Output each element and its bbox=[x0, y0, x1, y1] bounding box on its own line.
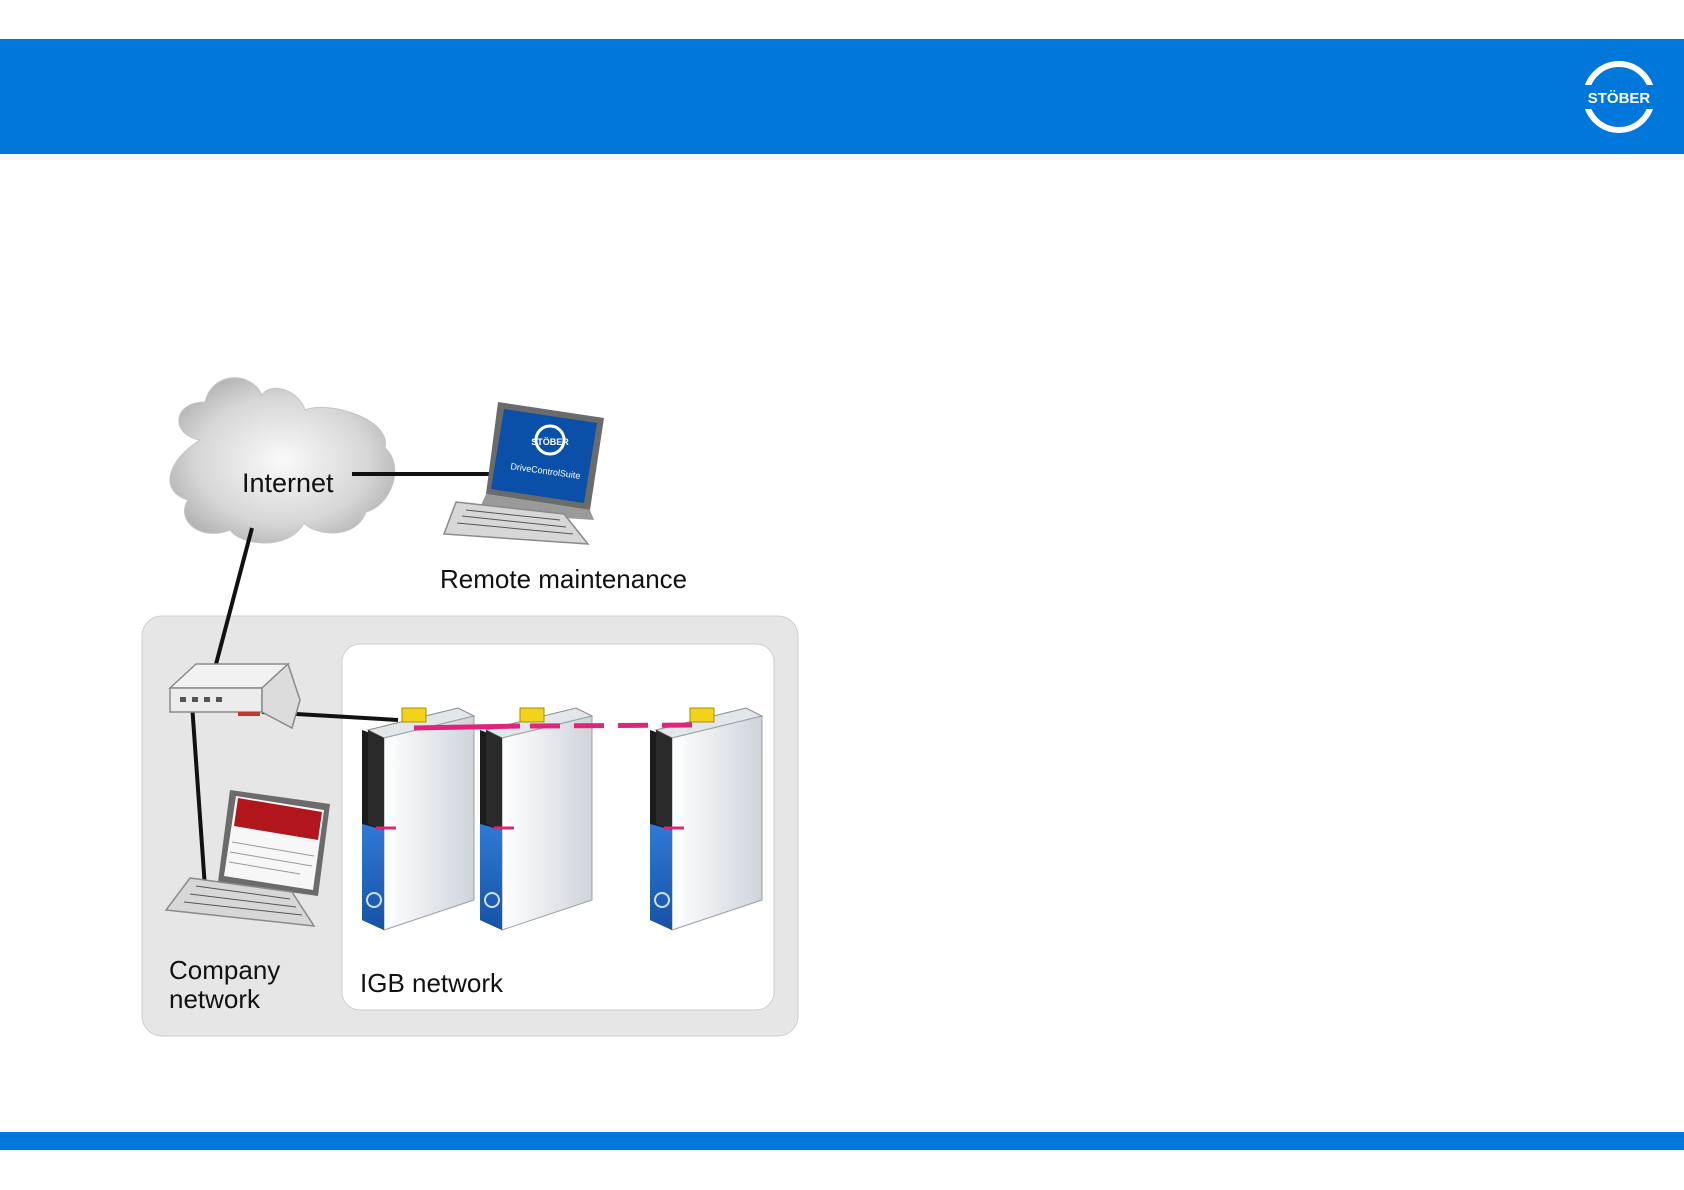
drive-controller bbox=[362, 708, 474, 930]
footer-bar bbox=[0, 1132, 1684, 1150]
internet-label: Internet bbox=[242, 468, 334, 499]
igb-network-label: IGB network bbox=[360, 968, 503, 999]
drive-controller bbox=[650, 708, 762, 930]
internet-cloud bbox=[170, 378, 395, 543]
remote-laptop-screen-brand: STÖBER bbox=[531, 437, 569, 447]
company-network-label: Company network bbox=[169, 956, 289, 1014]
drive-controller bbox=[480, 708, 592, 930]
remote-maintenance-label: Remote maintenance bbox=[440, 564, 687, 595]
igb-link bbox=[414, 726, 520, 728]
